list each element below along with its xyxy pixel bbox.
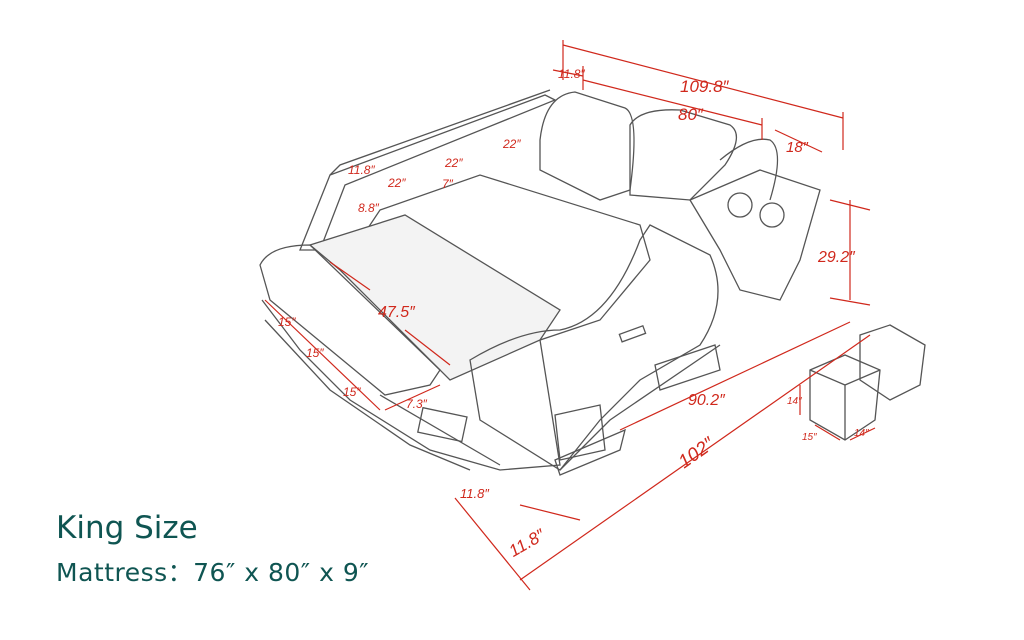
- dimension-lines: [264, 40, 876, 591]
- label-drawer-2: 15″: [306, 346, 324, 360]
- label-footboard-height: 11.8″: [460, 486, 489, 501]
- label-overall-width: 109.8″: [680, 77, 730, 96]
- label-shelf-1: 22″: [387, 176, 406, 190]
- label-shelf-3: 22″: [502, 137, 521, 151]
- label-inner-length: 90.2″: [688, 392, 726, 409]
- label-drawer-3: 15″: [343, 385, 361, 399]
- label-bench-gap: 7.3″: [406, 397, 428, 411]
- label-drawer-1: 15″: [278, 315, 296, 329]
- label-ottoman-depth: 14″: [854, 428, 869, 439]
- label-ottoman-height: 14″: [787, 396, 802, 407]
- dimension-labels: 109.8″ 11.8″ 80″ 18″ 29.2″ 90.2″ 102″ 11…: [278, 67, 869, 561]
- label-height: 29.2″: [817, 249, 856, 266]
- label-shelf-side: 11.8″: [348, 163, 375, 177]
- label-shelf-height: 8.8″: [358, 201, 380, 215]
- label-overall-length: 102″: [675, 433, 720, 473]
- label-headboard-side: 11.8″: [558, 67, 585, 81]
- label-shelf-2: 22″: [444, 156, 463, 170]
- label-headboard-width: 80″: [678, 105, 704, 124]
- label-bench-length: 47.5″: [378, 304, 416, 321]
- bed-outline: [259, 89, 926, 476]
- label-shelf-depth: 7″: [442, 177, 454, 191]
- label-front-depth: 11.8″: [506, 525, 549, 561]
- size-title: King Size: [56, 510, 198, 546]
- mattress-size: Mattress：76″ x 80″ x 9″: [56, 558, 370, 587]
- label-nightstand-depth: 18″: [786, 139, 809, 156]
- label-ottoman-width: 15″: [802, 432, 817, 443]
